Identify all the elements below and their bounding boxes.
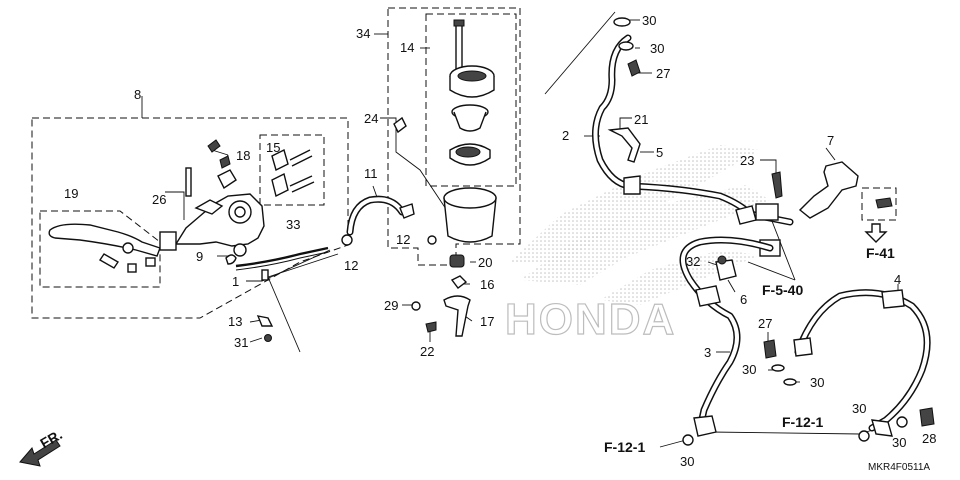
callout-5: 5 — [656, 145, 663, 160]
callout-33: 33 — [286, 217, 300, 232]
callout-23: 23 — [740, 153, 754, 168]
ref-f540: F-5-40 — [762, 282, 803, 298]
callout-9: 9 — [196, 249, 203, 264]
honda-watermark-text: HONDA — [505, 295, 676, 344]
brake-hose-2 — [592, 17, 794, 226]
callout-12a: 12 — [344, 258, 358, 273]
honda-wing-watermark: HONDA — [504, 145, 770, 345]
callout-21: 21 — [634, 112, 648, 127]
reference-labels: F-41 F-5-40 F-12-1 F-12-1 — [604, 245, 895, 455]
callout-30d: 30 — [810, 375, 824, 390]
callout-30f: 30 — [892, 435, 906, 450]
callout-22: 22 — [420, 344, 434, 359]
callout-26: 26 — [152, 192, 166, 207]
front-arrow-icon — [19, 439, 61, 467]
ref-f121-right: F-12-1 — [782, 414, 823, 430]
master-cylinder — [159, 139, 315, 257]
callout-27a: 27 — [656, 66, 670, 81]
callout-18: 18 — [236, 148, 250, 163]
brake-switch-wire — [225, 246, 329, 281]
callout-28: 28 — [922, 431, 936, 446]
bolts-13-31 — [256, 315, 274, 342]
callout-15: 15 — [266, 140, 280, 155]
brake-hose-4 — [763, 289, 935, 442]
brake-lever — [48, 223, 161, 273]
callout-4: 4 — [894, 272, 901, 287]
callout-7: 7 — [827, 133, 834, 148]
f41-arrow-icon — [864, 223, 888, 243]
callout-32: 32 — [686, 254, 700, 269]
callout-17: 17 — [480, 314, 494, 329]
callout-16: 16 — [480, 277, 494, 292]
callout-30c: 30 — [742, 362, 756, 377]
brake-reservoir — [393, 19, 497, 337]
group-box-f41 — [861, 187, 897, 221]
callout-1: 1 — [232, 274, 239, 289]
callout-30a: 30 — [642, 13, 656, 28]
callout-12b: 12 — [396, 232, 410, 247]
group-box-14 — [425, 13, 517, 187]
callout-19: 19 — [64, 186, 78, 201]
callout-14: 14 — [400, 40, 414, 55]
callout-27b: 27 — [758, 316, 772, 331]
group-box-19 — [39, 210, 161, 288]
ref-f121-left: F-12-1 — [604, 439, 645, 455]
callout-30b: 30 — [650, 41, 664, 56]
callout-2: 2 — [562, 128, 569, 143]
callout-20: 20 — [478, 255, 492, 270]
callout-3: 3 — [704, 345, 711, 360]
brake-hose-3 — [679, 236, 774, 446]
callout-30g: 30 — [680, 454, 694, 469]
callout-30e: 30 — [852, 401, 866, 416]
ref-f41: F-41 — [866, 245, 895, 261]
callout-numbers: 8 19 26 18 15 33 9 1 12 13 31 34 14 24 1… — [64, 13, 936, 469]
callout-6: 6 — [740, 292, 747, 307]
group-box-8 — [31, 117, 349, 319]
callout-31: 31 — [234, 335, 248, 350]
callout-11: 11 — [364, 166, 378, 181]
front-label: FR. — [37, 426, 65, 451]
leader-lines — [141, 11, 899, 448]
callout-24: 24 — [364, 111, 378, 126]
callout-34: 34 — [356, 26, 370, 41]
callout-29: 29 — [384, 298, 398, 313]
hose-joint-bracket — [755, 161, 893, 257]
callout-13: 13 — [228, 314, 242, 329]
diagram-code: MKR4F0511A — [868, 462, 930, 473]
callout-8: 8 — [134, 87, 141, 102]
reservoir-hose — [341, 195, 415, 246]
group-box-33 — [259, 134, 325, 206]
